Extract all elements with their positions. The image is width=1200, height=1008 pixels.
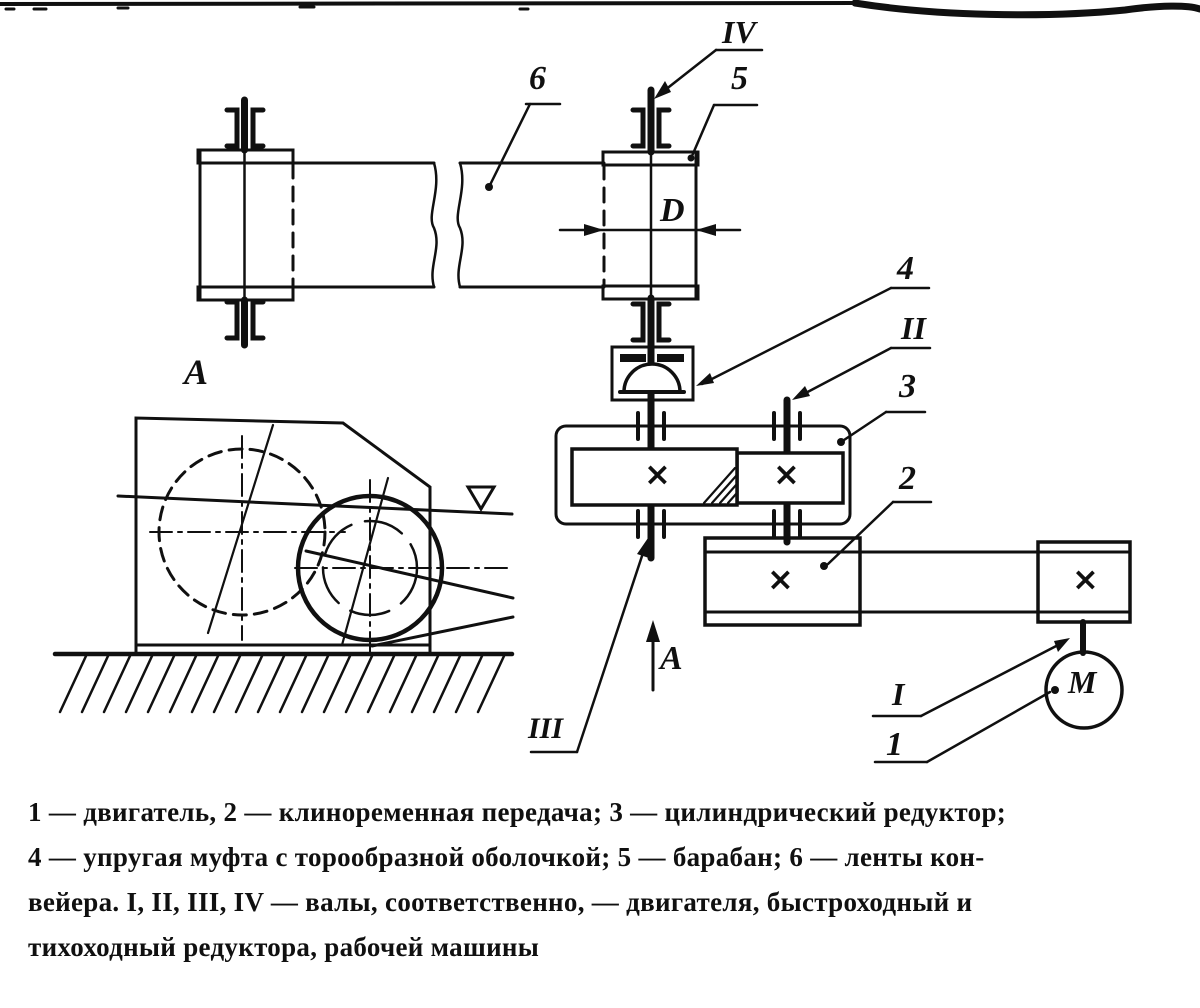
ground-hatching	[52, 651, 515, 714]
label-motor-1: 1	[886, 726, 903, 763]
belt-drive	[703, 500, 1132, 627]
label-belt-6: 6	[529, 60, 546, 97]
caption-line-1: 1 — двигатель, 2 — клиноременная передач…	[28, 797, 1007, 827]
schematic-drawing	[0, 0, 1200, 764]
scan-artifact-top	[0, 0, 1200, 19]
label-shaft-I: I	[892, 676, 905, 712]
label-shaft-IV: IV	[722, 14, 756, 50]
caption-line-2: 4 — упругая муфта с торообразной оболочк…	[28, 842, 985, 872]
label-belt-drive-2: 2	[899, 460, 916, 497]
label-gearbox-3: 3	[899, 368, 916, 405]
motor-symbol-M: M	[1068, 664, 1097, 700]
caption-line-3: вейера. I, II, III, IV — валы, соответст…	[28, 887, 973, 917]
gearbox	[529, 346, 932, 754]
side-view-A	[116, 416, 515, 655]
axis-cross-gear-slow: ×	[644, 455, 671, 493]
coupling	[610, 286, 931, 402]
label-drum-5: 5	[731, 60, 748, 97]
label-view-A: A	[184, 352, 209, 392]
motor	[871, 619, 1124, 764]
caption-line-4: тихоходный редуктора, рабочей машины	[28, 932, 540, 962]
figure-caption: 1 — двигатель, 2 — клиноременная передач…	[28, 790, 1188, 970]
axis-cross-gear-fast: ×	[773, 455, 800, 493]
tail-drum	[196, 96, 295, 349]
label-coupling-4: 4	[897, 250, 914, 287]
axis-cross-pulley-large: ×	[767, 560, 794, 598]
label-diameter-D: D	[660, 192, 685, 229]
conveyor-belt	[196, 102, 606, 289]
label-view-arrow-A: A	[660, 640, 683, 677]
label-shaft-III: III	[528, 712, 564, 745]
label-shaft-II: II	[901, 310, 926, 346]
axis-cross-pulley-small: ×	[1072, 560, 1099, 598]
